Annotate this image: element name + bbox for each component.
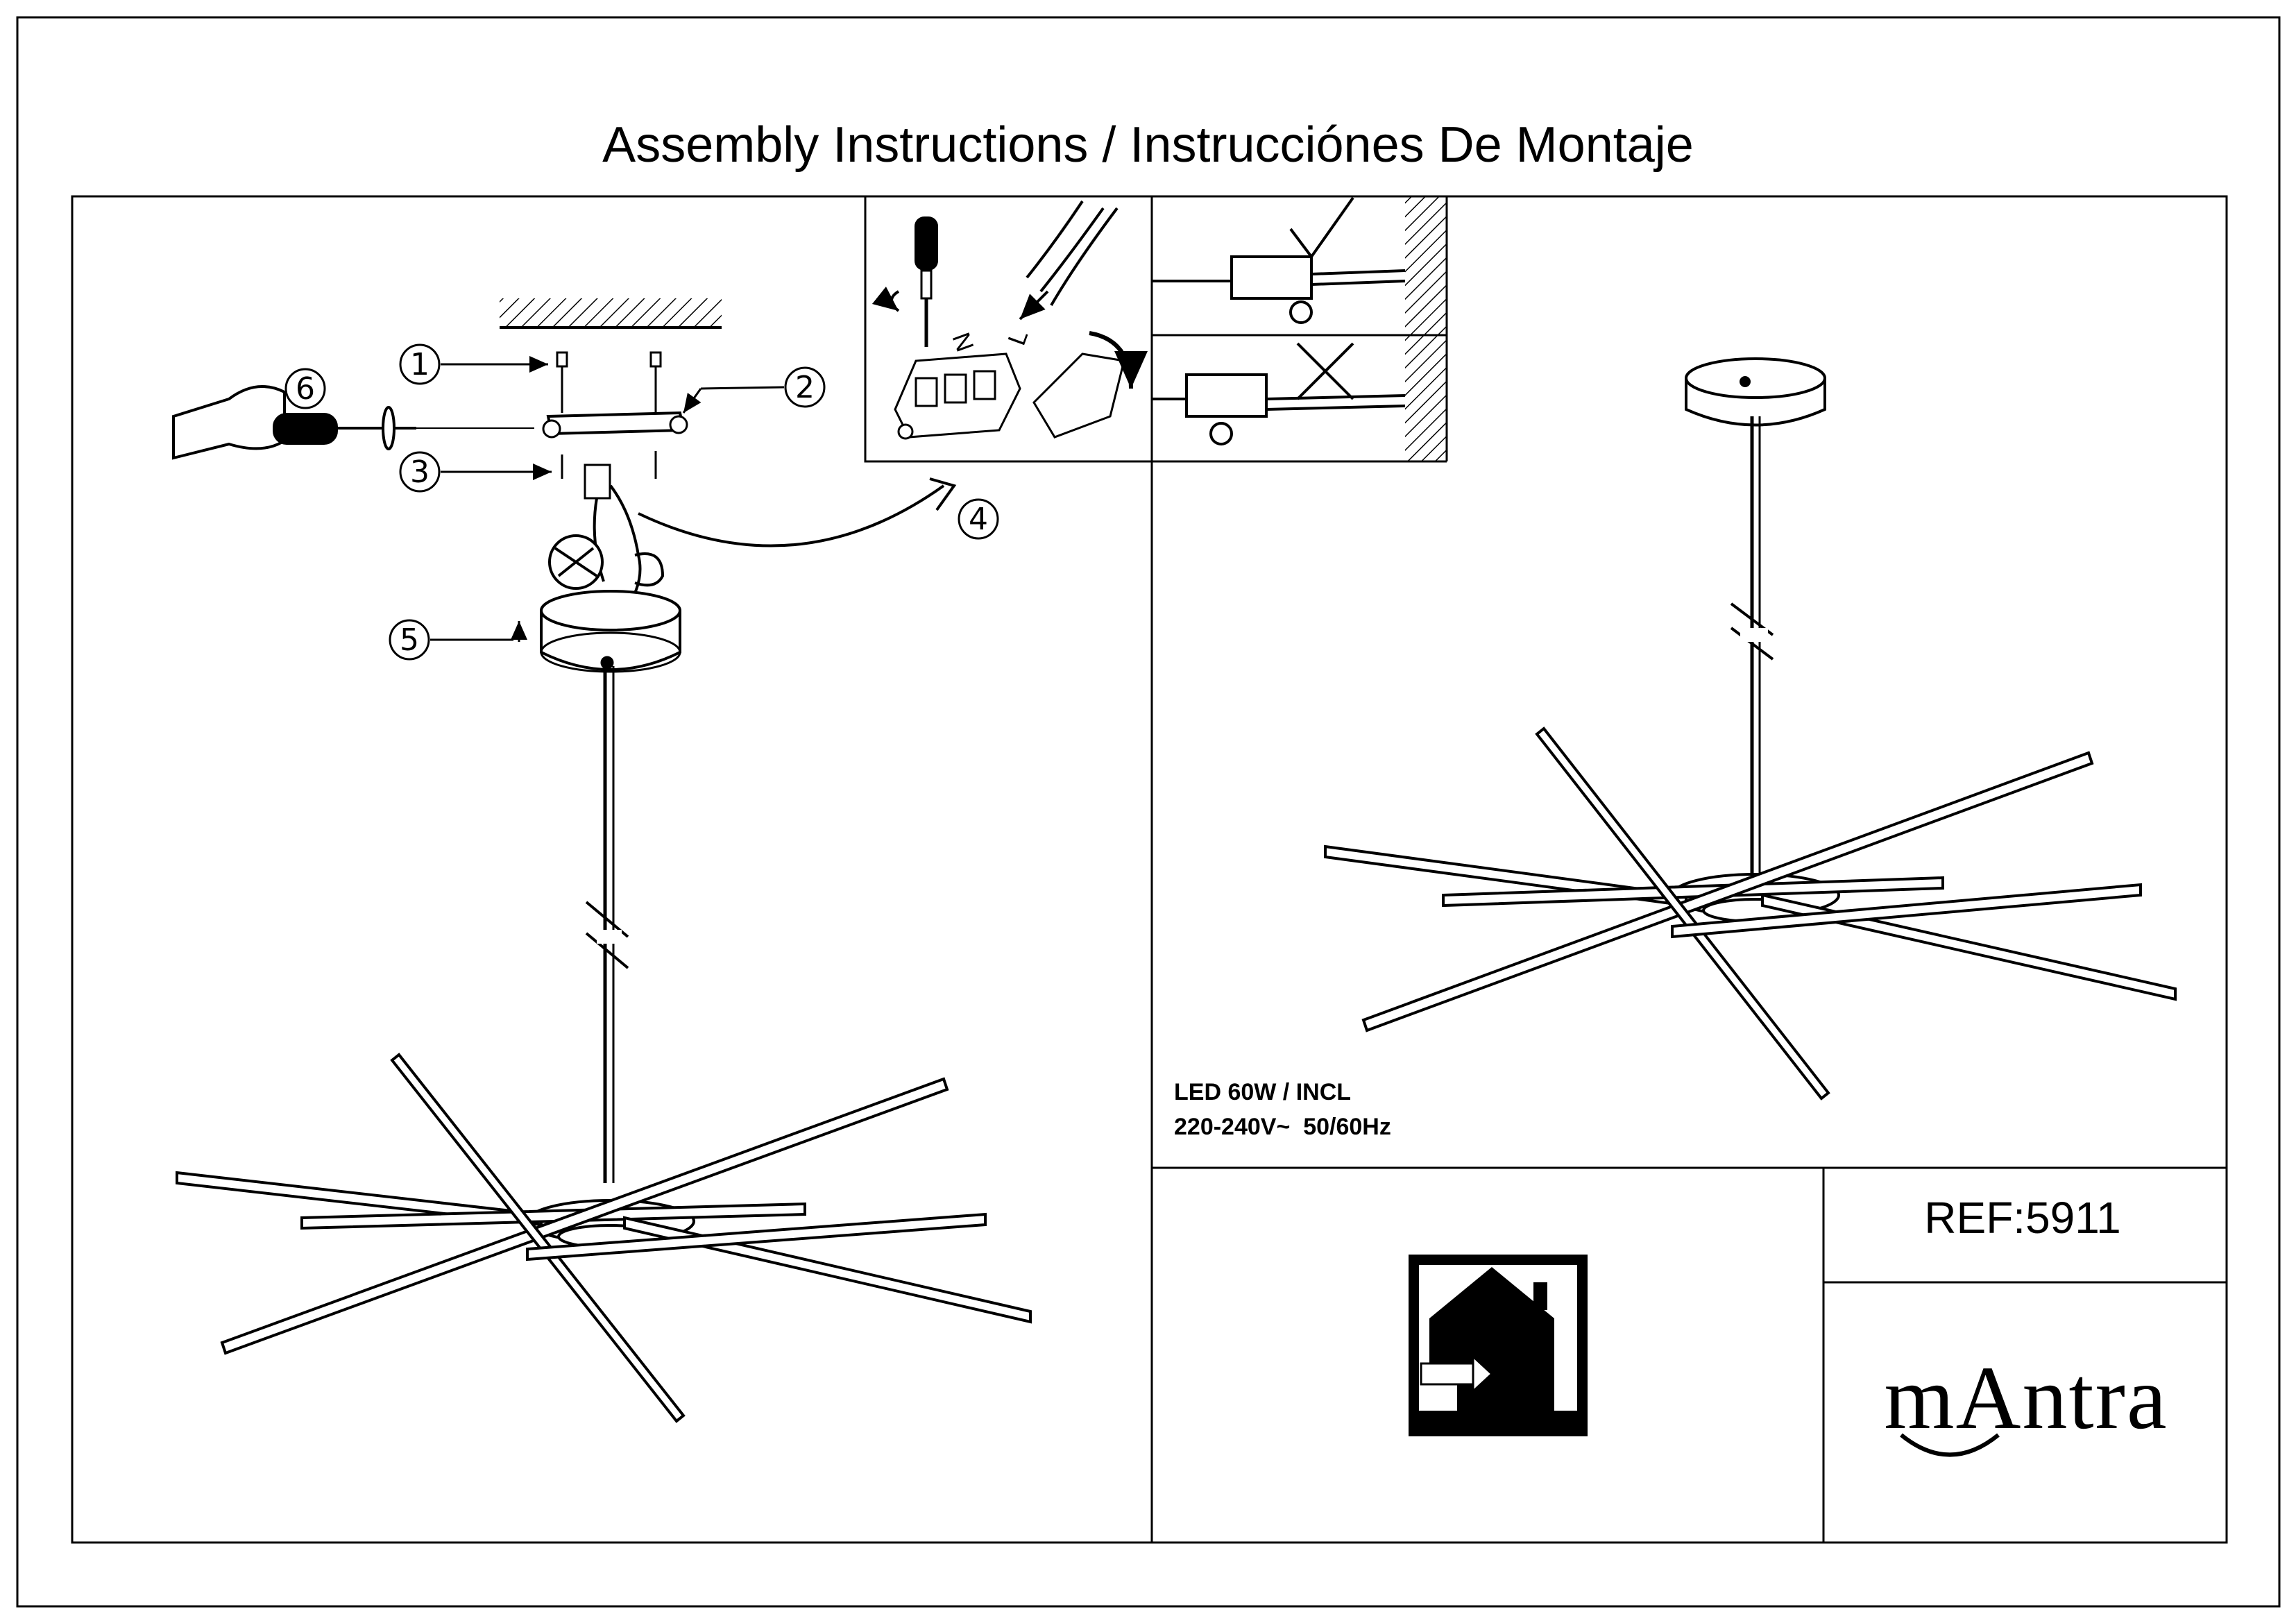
svg-text:1: 1 bbox=[410, 347, 430, 382]
cross-mark-icon bbox=[1296, 342, 1354, 400]
reference-number: REF:5911 bbox=[1924, 1193, 2121, 1243]
hand-screwdriver bbox=[172, 385, 534, 460]
callout-1: 1 bbox=[399, 343, 548, 385]
callout-3: 3 bbox=[399, 451, 552, 493]
main-frame bbox=[71, 195, 2228, 1544]
svg-text:3: 3 bbox=[410, 454, 430, 490]
callout-5: 5 bbox=[389, 619, 513, 661]
callout-6: 6 bbox=[284, 368, 326, 409]
svg-text:5: 5 bbox=[400, 622, 419, 658]
svg-text:6: 6 bbox=[296, 371, 315, 407]
brand-logo: mAntra bbox=[1884, 1348, 2168, 1448]
terminal-block bbox=[894, 352, 1021, 440]
exploded-view bbox=[500, 298, 722, 1183]
luminaire-left bbox=[176, 1053, 1032, 1423]
spec-voltage: 220-240V~ 50/60Hz bbox=[1174, 1114, 1391, 1140]
svg-text:2: 2 bbox=[795, 370, 815, 405]
wiring-detail-box: N L bbox=[864, 195, 1153, 463]
outer-border bbox=[16, 16, 2281, 1608]
strain-relief-box bbox=[1152, 196, 1448, 463]
check-mark-icon bbox=[1289, 196, 1354, 260]
luminaire-right bbox=[1324, 357, 2177, 1101]
callout-4: 4 bbox=[958, 498, 999, 540]
svg-text:4: 4 bbox=[969, 502, 988, 537]
callout-2: 2 bbox=[682, 366, 826, 414]
callouts: 1 2 3 4 5 6 bbox=[284, 343, 999, 661]
live-label: L bbox=[1002, 326, 1033, 349]
page-title: Assembly Instructions / Instrucciónes De… bbox=[602, 117, 1694, 173]
spec-power: LED 60W / INCL bbox=[1174, 1079, 1352, 1105]
screwdriver-icon bbox=[871, 216, 938, 347]
neutral-label: N bbox=[946, 329, 979, 355]
indoor-use-house-icon bbox=[1409, 1255, 1588, 1436]
brand-swoosh bbox=[1900, 1433, 2000, 1457]
